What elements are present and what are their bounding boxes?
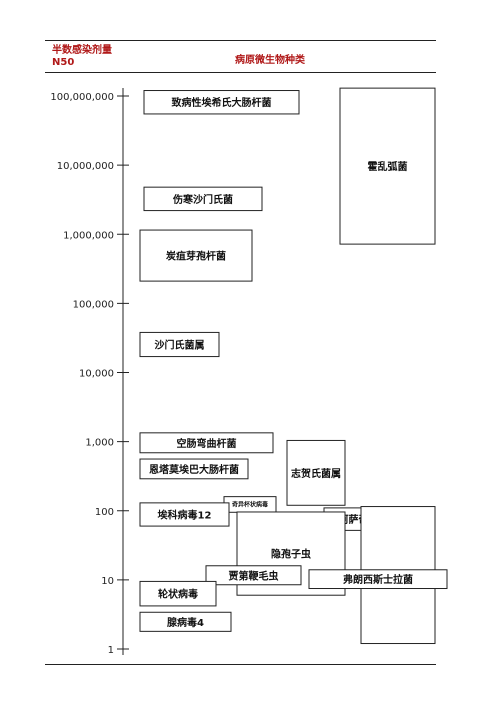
pathogen-range-bar: [143, 186, 263, 212]
y-tick-label: 1,000,000: [63, 230, 114, 241]
y-axis-ticks: 1 10 100 1,000 10,000 100,000 1,000,000 10,000,…: [50, 92, 129, 656]
pathogen-range-bar: [139, 432, 274, 454]
pathogen-range-bar: [139, 458, 249, 480]
pathogen-box: 腺病毒4: [139, 611, 232, 632]
pathogen-label: 空肠弯曲杆菌: [177, 437, 237, 450]
y-tick-label: 10: [101, 576, 114, 587]
y-axis-title-line1: 半数感染剂量: [52, 45, 112, 56]
y-tick-label: 1: [108, 645, 114, 656]
pathogen-label: 致病性埃希氏大肠杆菌: [172, 96, 272, 109]
pathogen-range-bar: [139, 331, 220, 358]
pathogen-box: 弗朗西斯士拉菌: [308, 569, 448, 590]
pathogen-label: 弗朗西斯士拉菌: [343, 573, 413, 586]
pathogen-box: 志贺氏菌属: [286, 439, 346, 506]
pathogen-label: 腺病毒4: [167, 616, 204, 629]
y-axis-title-line2: N50: [52, 57, 75, 68]
pathogen-label: 埃科病毒12: [158, 508, 212, 521]
pathogen-box: 轮状病毒: [139, 580, 217, 607]
pathogen-range-bar: [143, 90, 300, 115]
pathogen-box: 炭疽芽孢杆菌: [139, 229, 253, 282]
y-tick-label: 10,000,000: [57, 161, 114, 172]
pathogen-box: 恩塔莫埃巴大肠杆菌: [139, 458, 249, 480]
y-tick-label: 100,000,000: [50, 92, 114, 103]
pathogen-box: 奇异杯状病毒: [223, 496, 277, 513]
pathogen-range-bar: [139, 229, 253, 282]
pathogen-range-bar: [339, 87, 436, 245]
pathogen-box: 伤寒沙门氏菌: [143, 186, 263, 212]
header-bottom-line: [45, 72, 436, 73]
pathogen-box: 埃科病毒12: [139, 502, 230, 527]
y-axis-title: 半数感染剂量 N50: [52, 45, 112, 69]
pathogen-label: 贾第鞭毛虫: [229, 569, 279, 582]
pathogen-range-bar: [139, 580, 217, 607]
pathogen-label: 志贺氏菌属: [291, 467, 341, 480]
header-top-line: [45, 40, 436, 41]
y-tick-label: 1,000: [85, 438, 114, 449]
pathogen-label: 奇异杯状病毒: [232, 500, 268, 508]
pathogen-range-bar: [308, 569, 448, 590]
pathogen-box: 贾第鞭毛虫: [205, 565, 302, 586]
pathogen-label: 恩塔莫埃巴大肠杆菌: [149, 463, 239, 476]
y-tick-label: 100,000: [73, 299, 114, 310]
pathogen-box: 致病性埃希氏大肠杆菌: [143, 90, 300, 115]
y-tick-label: 100: [95, 507, 114, 518]
pathogen-label: 霍乱弧菌: [368, 160, 408, 173]
pathogen-label: 炭疽芽孢杆菌: [166, 250, 226, 263]
pathogen-box: 霍乱弧菌: [339, 87, 436, 245]
pathogen-range-bar: [139, 611, 232, 632]
pathogen-range-bar: [286, 439, 346, 506]
pathogen-box: 空肠弯曲杆菌: [139, 432, 274, 454]
pathogen-range-bar: [205, 565, 302, 586]
pathogen-range-bar: [139, 502, 230, 527]
pathogen-label: 轮状病毒: [158, 588, 198, 601]
pathogen-label: 沙门氏菌属: [155, 338, 205, 351]
y-tick-label: 10,000: [79, 369, 114, 380]
footer-line: [45, 664, 436, 665]
pathogen-label: 伤寒沙门氏菌: [172, 193, 233, 206]
pathogen-label: 隐孢子虫: [271, 548, 311, 561]
chart-title: 病原微生物种类: [235, 55, 305, 66]
pathogen-box: 沙门氏菌属: [139, 331, 220, 358]
